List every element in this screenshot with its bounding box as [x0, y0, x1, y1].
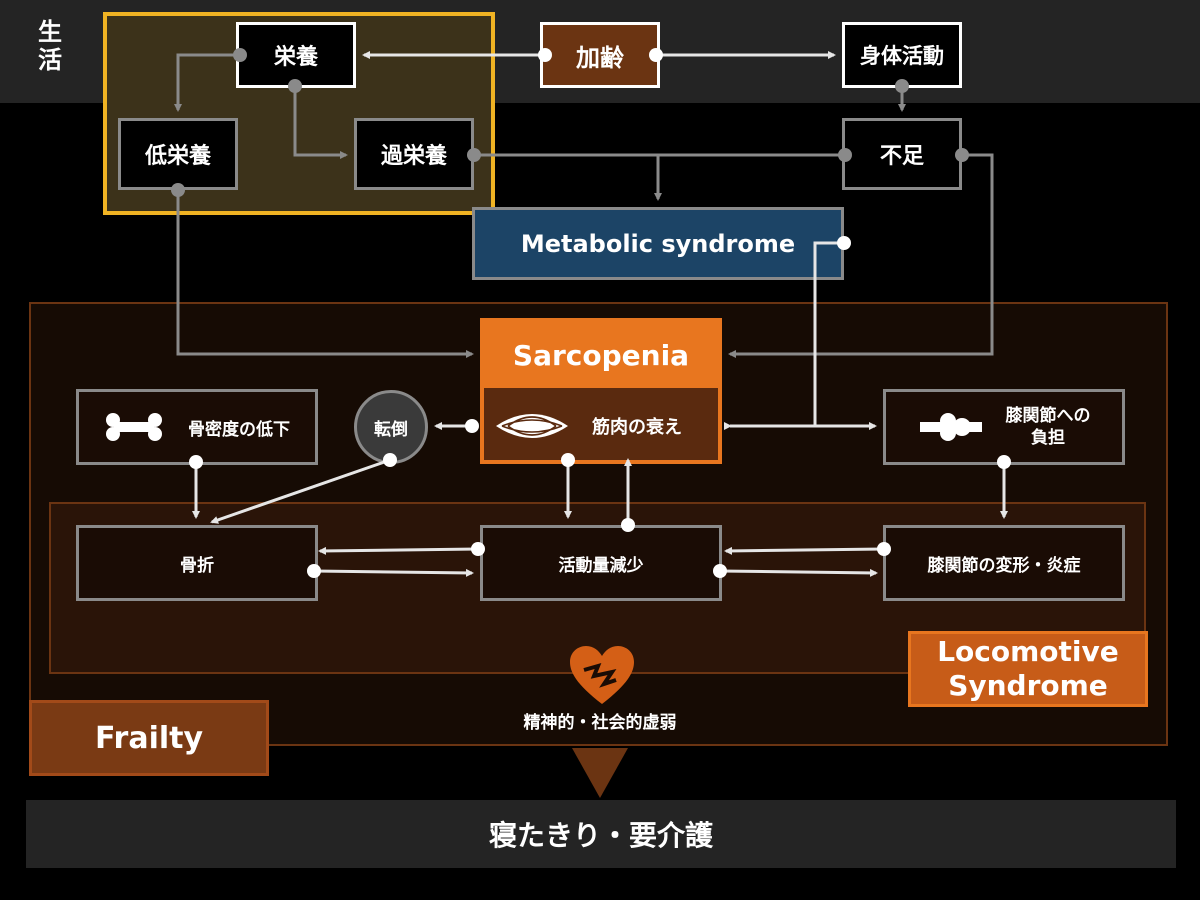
- knee-joint-icon: [919, 413, 982, 441]
- node-metabolic-syndrome: Metabolic syndrome: [472, 207, 844, 280]
- node-knee-deformation: 膝関節の変形・炎症: [883, 525, 1125, 601]
- arrow-to-bedridden: [572, 748, 628, 798]
- bedridden-outcome: 寝たきり・要介護: [26, 800, 1176, 868]
- sarcopenia-title: Sarcopenia: [484, 322, 718, 388]
- lifestyle-label: 生 活: [30, 18, 70, 74]
- arrow-fall-fracture: [210, 458, 391, 524]
- node-fall: 転倒: [354, 390, 428, 464]
- muscle-icon: [496, 414, 568, 438]
- knee-burden-line2: 負担: [1031, 428, 1065, 448]
- arrow-under-sarcopenia: [176, 190, 474, 358]
- frailty-badge: Frailty: [29, 700, 269, 776]
- locomotive-line1: Locomotive: [937, 635, 1119, 668]
- knee-burden-line1: 膝関節への: [1005, 406, 1091, 426]
- arrow-nutrition-under: [174, 53, 240, 112]
- locomotive-badge: Locomotive Syndrome: [908, 631, 1148, 707]
- node-shortage: 不足: [842, 118, 962, 190]
- dot-aging-left: [538, 48, 552, 62]
- dot-aging-right: [649, 48, 663, 62]
- node-undernutrition: 低栄養: [118, 118, 238, 190]
- bone-icon: [106, 413, 162, 441]
- line-metabolic-muscle: [813, 241, 844, 426]
- node-fracture: 骨折: [76, 525, 318, 601]
- arrow-deform-activity: [724, 546, 885, 555]
- muscle-decline-label: 筋肉の衰え: [592, 417, 682, 438]
- node-physical-activity: 身体活動: [842, 22, 962, 88]
- lifestyle-label-line2: 活: [38, 46, 62, 74]
- broken-heart-icon: [570, 646, 634, 704]
- node-knee-burden: 膝関節への 負担: [883, 389, 1125, 465]
- node-reduced-activity: 活動量減少: [480, 525, 722, 601]
- mental-social-label: 精神的・社会的虚弱: [523, 713, 677, 733]
- arrow-activity-deform: [719, 568, 878, 577]
- arrow-fracture-activity: [313, 568, 474, 577]
- node-overnutrition: 過栄養: [354, 118, 474, 190]
- bone-density-label: 骨密度の低下: [188, 419, 290, 440]
- locomotive-line2: Syndrome: [948, 669, 1108, 702]
- arrow-shortage-sarcopenia: [728, 153, 994, 358]
- arrow-activity-fracture: [318, 546, 479, 555]
- lifestyle-label-line1: 生: [38, 18, 62, 46]
- arrow-nutrition-over: [293, 86, 348, 159]
